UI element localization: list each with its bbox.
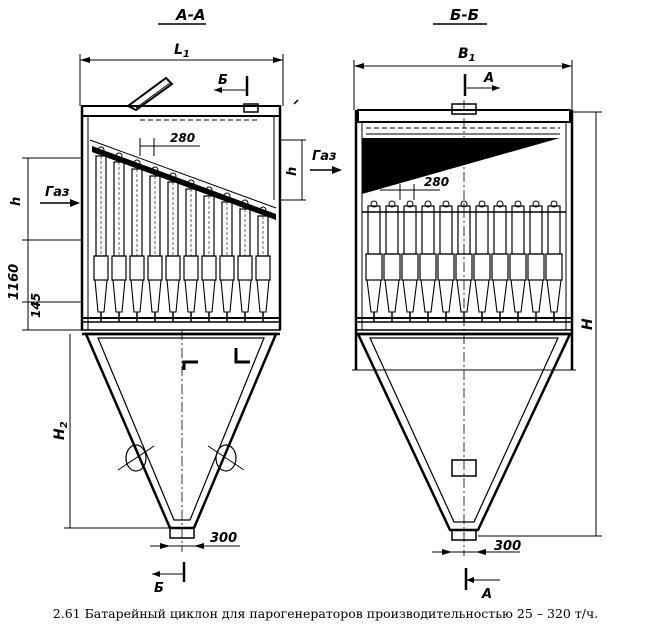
dim-145: 145 [29, 293, 43, 318]
dim-b1-arrow-right [562, 63, 572, 69]
cyclone-element [219, 192, 235, 322]
cyclone-element [147, 166, 163, 322]
dim-h2: H2 [52, 421, 70, 440]
view-left: A-A L1 Б 280 [7, 6, 342, 596]
dim-l1-arrow-right [273, 57, 283, 63]
cyclone-element [383, 200, 401, 322]
section-corner-right [234, 348, 250, 364]
lower-band [81, 321, 281, 331]
inlet-flap [126, 76, 174, 112]
gas-in-label: Газ [45, 185, 70, 200]
dim-h: H [580, 318, 596, 330]
view-right: Б-Б B1 А 280 [352, 6, 602, 602]
cyclone-element [545, 200, 563, 322]
dim-280-right: 280 [424, 175, 449, 189]
tick-mark [293, 99, 299, 105]
dim-300-right-arrow-a [442, 549, 452, 555]
cyclone-element [491, 200, 509, 322]
section-mark-b-bottom-head [152, 571, 160, 577]
dim-300-left: 300 [210, 531, 237, 546]
hopper-inner-right [369, 337, 559, 523]
section-mark-b-bottom: Б [154, 581, 164, 596]
cyclone-element [473, 200, 491, 322]
cyclone-element [437, 200, 455, 322]
cyclone-element [419, 200, 437, 322]
section-mark-b-top-head [214, 87, 222, 93]
dim-l1-arrow-left [80, 57, 90, 63]
dim-300-left-arrow-b [194, 543, 204, 549]
cyclone-element [509, 200, 527, 322]
hatch-left-cross [117, 445, 155, 471]
wedge-plate [362, 138, 560, 194]
gas-in-arrowhead [70, 199, 80, 207]
cyclone-element [183, 179, 199, 322]
inclined-plate-top [89, 139, 277, 209]
dim-1160: 1160 [7, 264, 22, 300]
dim-b1-arrow-left [354, 63, 364, 69]
gas-out-label: Газ [312, 149, 337, 164]
cyclone-element [201, 186, 217, 322]
cyclone-element [401, 200, 419, 322]
dim-l1-label: L1 [174, 42, 190, 60]
section-mark-b-top: Б [218, 73, 228, 88]
cyclone-element [237, 199, 253, 322]
dim-300-right: 300 [494, 539, 521, 554]
dim-300-right-arrow-b [476, 549, 486, 555]
section-mark-a-top-head [492, 85, 500, 91]
dim-b1-label: B1 [458, 46, 476, 64]
dim-h-right: h [285, 167, 300, 176]
cyclone-elements-left [93, 146, 271, 322]
dim-300-left-arrow-a [160, 543, 170, 549]
cyclone-element [93, 146, 109, 322]
hatch-right-cross [207, 445, 245, 471]
gas-out-arrowhead [332, 166, 342, 174]
cyclone-element [111, 152, 127, 322]
section-mark-a-bottom-head [466, 577, 474, 583]
dim-h-left: h [9, 197, 24, 206]
cyclone-element [527, 200, 545, 322]
cyclone-elements-right [365, 200, 563, 322]
dim-280-left: 280 [170, 131, 195, 145]
hopper-outer-right [356, 332, 572, 532]
hopper-inner [97, 337, 265, 521]
roof-band [81, 105, 281, 117]
cyclone-element [165, 172, 181, 322]
hatch-right [215, 444, 237, 472]
section-mark-a-bottom: А [481, 587, 492, 602]
roof-hatch [243, 103, 259, 113]
view-right-title: Б-Б [450, 6, 479, 24]
cyclone-element [129, 159, 145, 322]
section-corner-left [182, 360, 198, 370]
cyclone-element [365, 200, 383, 322]
hatch-left [125, 444, 147, 472]
cyclone-element [255, 206, 271, 322]
inlet-flap-inner [135, 82, 171, 109]
view-left-title: A-A [175, 6, 205, 24]
figure-caption: 2.61 Батарейный циклон для парогенератор… [52, 606, 599, 621]
section-mark-a-top: А [483, 71, 494, 86]
